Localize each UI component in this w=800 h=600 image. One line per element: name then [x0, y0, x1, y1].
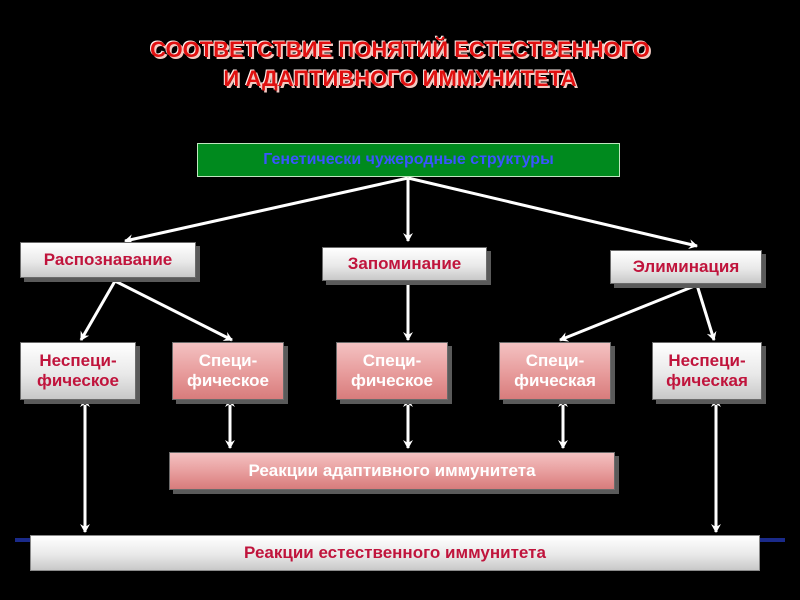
- node-elimination: Элиминация: [610, 250, 762, 284]
- node-specific-memory: Специ- фическое: [336, 342, 448, 400]
- arrow-root-elimination: [407, 176, 698, 250]
- node-memory: Запоминание: [322, 247, 487, 281]
- node-innate-reactions: Реакции естественного иммунитета: [30, 535, 760, 571]
- node-specific-recognition: Специ- фическое: [172, 342, 284, 400]
- arrow-recognition-nonspecific: [79, 280, 117, 341]
- node-adaptive-reactions: Реакции адаптивного иммунитета: [169, 452, 615, 490]
- arrow-elimination-nonspecific: [695, 284, 717, 341]
- node-nonspecific-elimination: Неспеци- фическая: [652, 342, 762, 400]
- node-specific-elimination: Специ- фическая: [499, 342, 611, 400]
- arrow-root-recognition: [124, 176, 409, 245]
- node-recognition: Распознавание: [20, 242, 196, 278]
- title-line-1: СООТВЕТСТВИЕ ПОНЯТИЙ ЕСТЕСТВЕННОГО: [150, 37, 650, 62]
- arrow-recognition-specific: [114, 279, 233, 342]
- node-root: Генетически чужеродные структуры: [197, 143, 620, 177]
- arrow-elimination-specific: [559, 283, 698, 342]
- node-nonspecific-recognition: Неспеци- фическое: [20, 342, 136, 400]
- title-line-2: И АДАПТИВНОГО ИММУНИТЕТА: [223, 66, 577, 91]
